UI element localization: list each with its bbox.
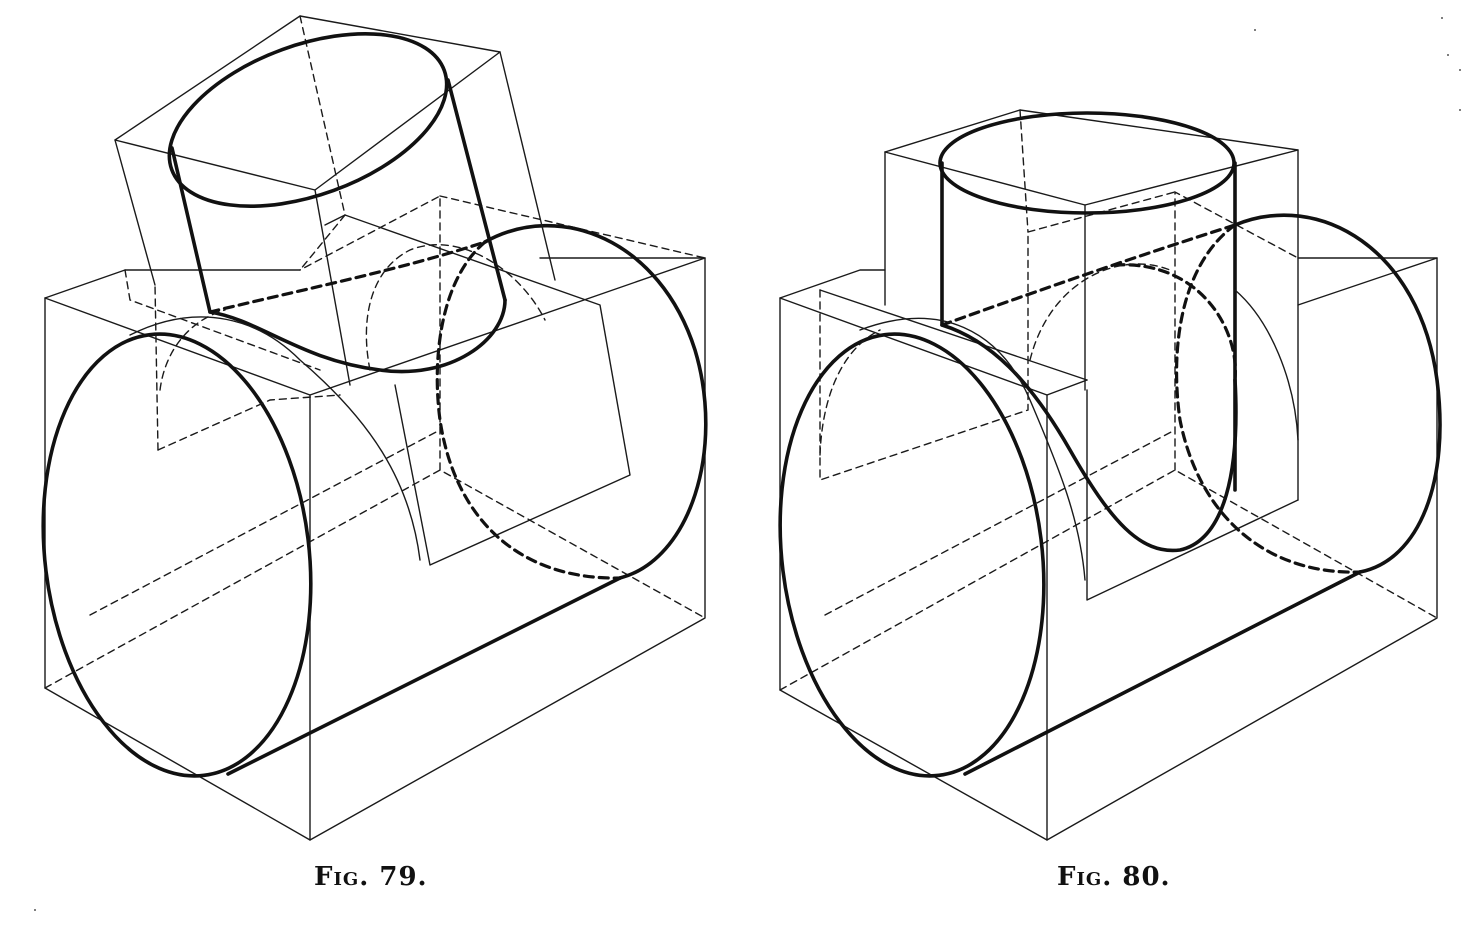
oblique-cylinder-top-ellipse [167, 32, 449, 208]
caption-number: 80. [1122, 862, 1171, 892]
intersection-curve-80 [940, 323, 1238, 553]
figure-80-caption: Fig. 80. [1057, 862, 1171, 892]
vertical-bounding-box [819, 109, 1299, 601]
cylinder-rear-ellipse-80 [1233, 213, 1442, 574]
inclined-bounding-box [114, 15, 631, 566]
cylinder-front-ellipse [41, 332, 313, 778]
cylinder-rear-ellipse-hidden [435, 240, 622, 580]
scan-specks [34, 17, 1461, 911]
cylinder-front-ellipse-80 [778, 332, 1046, 778]
figure-79-drawing [41, 15, 708, 841]
figure-80-drawing [778, 109, 1442, 841]
figure-79-caption: Fig. 79. [314, 862, 428, 892]
caption-number: 79. [379, 862, 428, 892]
horizontal-bounding-box-80 [779, 190, 1438, 841]
upright-cylinder-top-ellipse [938, 111, 1236, 215]
intersection-curve-79 [208, 298, 507, 374]
horizontal-bounding-box [44, 194, 706, 841]
cylinder-rear-ellipse [483, 223, 708, 580]
caption-prefix: Fig. [1057, 862, 1113, 892]
caption-prefix: Fig. [314, 862, 370, 892]
